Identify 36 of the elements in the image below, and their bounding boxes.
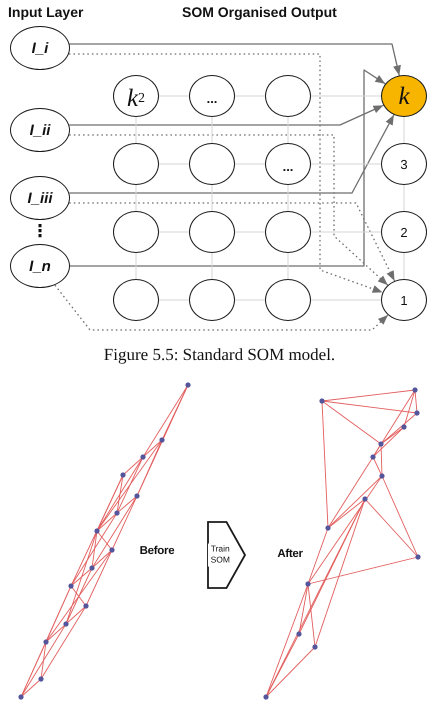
- dotted-arrow: [69, 202, 396, 282]
- output-neuron: [265, 211, 311, 253]
- chevron-arrow: [207, 521, 246, 589]
- arrow: [70, 43, 401, 76]
- dotted-arrow: [68, 53, 383, 293]
- winning-neuron: k: [381, 75, 427, 117]
- output-neuron: 3: [381, 143, 427, 185]
- output-neuron: 1: [381, 279, 427, 321]
- arrow: [69, 104, 384, 126]
- input-neuron: I_n: [10, 244, 70, 288]
- output-neuron: ...: [189, 75, 235, 117]
- output-neuron: [113, 211, 159, 253]
- input-neuron: I_ii: [10, 108, 70, 152]
- network-plot: Before: [16, 380, 208, 702]
- output-neuron: [265, 75, 311, 117]
- output-neuron: ...: [265, 143, 311, 185]
- vertical-ellipsis: ⋮: [32, 224, 48, 240]
- output-neuron: [113, 279, 159, 321]
- output-neuron: [189, 143, 235, 185]
- dotted-arrow: [54, 284, 388, 331]
- input-neuron: I_i: [10, 26, 70, 70]
- column-heading: Input Layer: [8, 4, 84, 20]
- input-neuron: I_iii: [10, 176, 70, 220]
- output-neuron: [189, 279, 235, 321]
- output-neuron: k$^{2}$: [113, 75, 159, 117]
- arrow: [70, 69, 386, 267]
- output-neuron: [113, 143, 159, 185]
- output-neuron: 2: [381, 211, 427, 253]
- arrow: [69, 114, 394, 194]
- network-plot: After: [245, 385, 423, 702]
- dotted-arrow: [69, 134, 388, 286]
- output-neuron: [265, 279, 311, 321]
- edge-label: Train SOM: [208, 544, 232, 566]
- figure-caption: Figure 5.5: Standard SOM model.: [104, 345, 336, 365]
- column-heading: SOM Organised Output: [182, 4, 337, 20]
- output-neuron: [189, 211, 235, 253]
